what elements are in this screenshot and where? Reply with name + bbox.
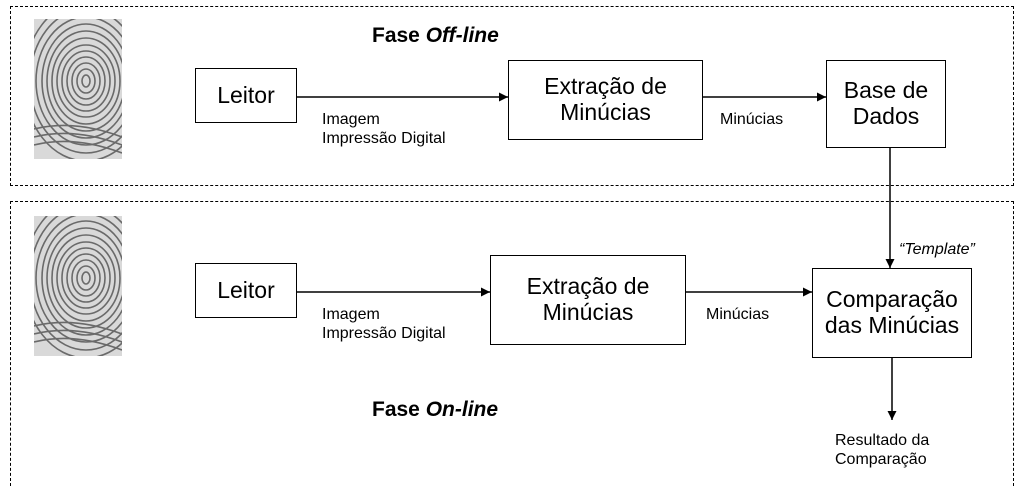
minutiae-extraction-box-offline: Extração de Minúcias [508, 60, 703, 140]
reader-label: Leitor [217, 81, 275, 108]
fingerprint-image-offline [34, 19, 122, 159]
minutiae-label-offline: Minúcias [720, 111, 784, 128]
extraction-label: Extração de Minúcias [544, 73, 667, 125]
result-label: Resultado da Comparação [835, 432, 930, 469]
extraction-label: Extração de Minúcias [526, 273, 650, 325]
online-phase-title: Fase On-line [372, 398, 499, 421]
minutiae-label-online: Minúcias [706, 306, 770, 323]
reader-box-offline: Leitor [195, 68, 297, 123]
offline-phase-frame [10, 6, 1014, 186]
minutiae-comparison-box: Comparação das Minúcias [812, 268, 972, 358]
reader-box-online: Leitor [195, 263, 297, 318]
reader-label: Leitor [217, 276, 275, 303]
database-box: Base de Dados [826, 60, 946, 148]
online-phase-frame [10, 201, 1014, 486]
image-label-offline: Imagem Impressão Digital [322, 111, 446, 148]
image-label-online: Imagem Impressão Digital [322, 306, 446, 343]
comparison-label: Comparação das Minúcias [824, 286, 960, 338]
offline-phase-title: Fase Off-line [372, 24, 499, 47]
fingerprint-image-online [34, 216, 122, 356]
template-label: “Template” [899, 241, 975, 258]
database-label: Base de Dados [843, 77, 929, 129]
minutiae-extraction-box-online: Extração de Minúcias [490, 255, 686, 345]
